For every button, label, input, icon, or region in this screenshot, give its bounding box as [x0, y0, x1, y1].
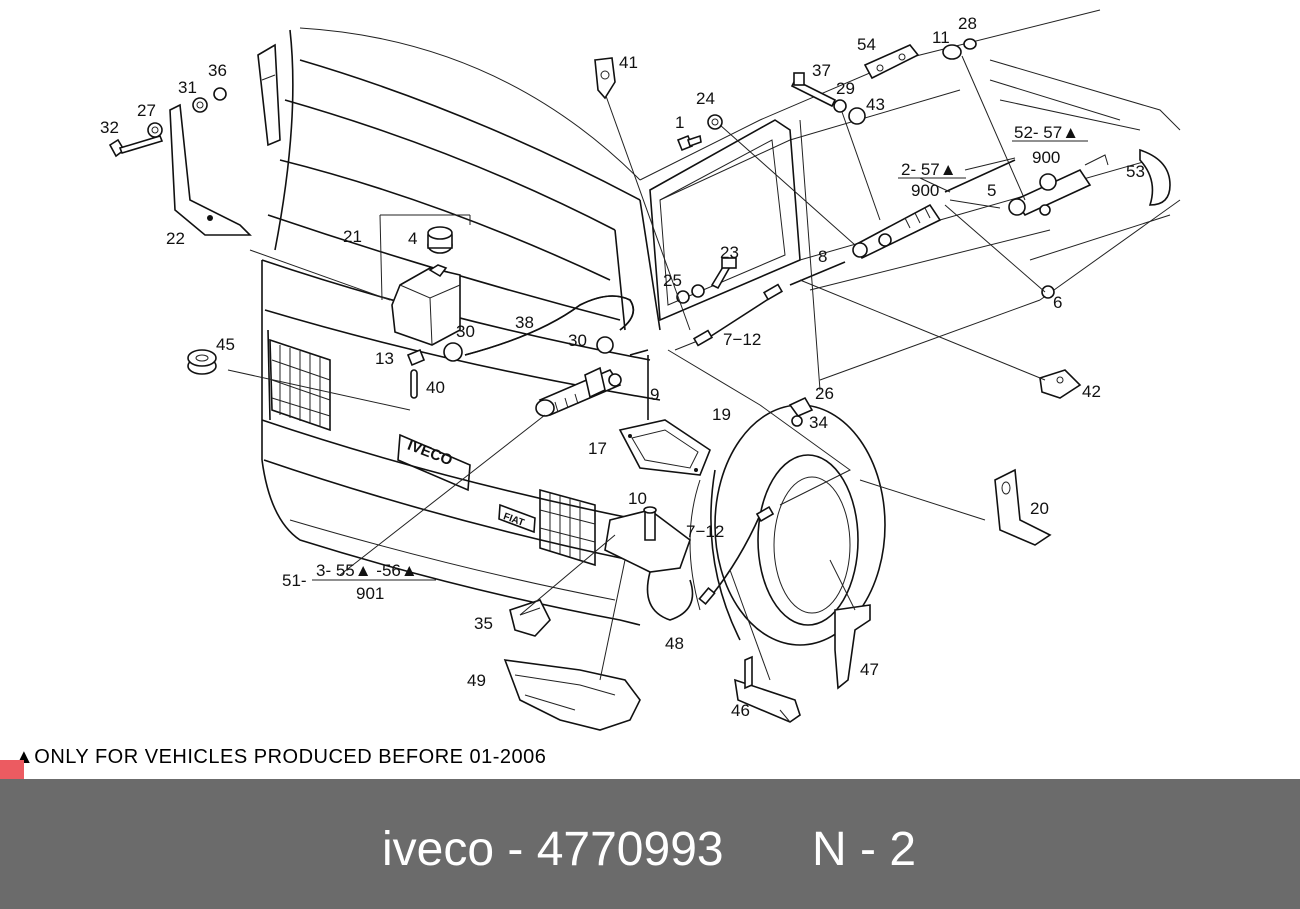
callout-49: 49: [467, 671, 486, 690]
callout-11: 11: [932, 28, 950, 47]
callout-42: 42: [1082, 382, 1101, 401]
reservoir-cap: [427, 226, 453, 254]
iveco-badge-text: IVECO: [405, 437, 455, 470]
callout-13: 13: [375, 349, 394, 368]
grille-left: [269, 338, 331, 432]
callout-1: 1: [675, 113, 684, 132]
callout-7-12b: 7−12: [686, 522, 724, 541]
pipe-clip: [1039, 369, 1082, 399]
part-banner: [0, 779, 1300, 909]
callout-7-12a: 7−12: [723, 330, 761, 349]
bracket-part: [169, 103, 252, 236]
grommet: [187, 349, 217, 375]
seal-ring: [1139, 148, 1171, 206]
callout-37: 37: [812, 61, 831, 80]
callout-54: 54: [857, 35, 876, 54]
callout-28: 28: [958, 14, 977, 33]
callout-29: 29: [836, 79, 855, 98]
callout-23: 23: [720, 243, 739, 262]
connector-part: [509, 599, 551, 637]
fiat-badge: FIAT: [498, 503, 536, 534]
bolt-part: [108, 135, 164, 158]
angle-bracket: [994, 468, 1052, 546]
callout-47: 47: [860, 660, 879, 679]
callout-40: 40: [426, 378, 445, 397]
group-51-prefix: 51-: [282, 571, 307, 590]
group-2-57-top: 2- 57▲: [901, 160, 957, 179]
callout-6: 6: [1053, 293, 1062, 312]
callout-26: 26: [815, 384, 834, 403]
callout-22: 22: [166, 229, 185, 248]
callout-27: 27: [137, 101, 156, 120]
callout-38: 38: [515, 313, 534, 332]
group-51-top: 3- 55▲ -56▲: [316, 561, 418, 580]
callout-17: 17: [588, 439, 607, 458]
group-51-bottom: 901: [356, 584, 384, 603]
leader-lines: [227, 55, 1046, 681]
callout-10: 10: [628, 489, 647, 508]
slave-cylinder: [1008, 154, 1109, 217]
callout-43: 43: [866, 95, 885, 114]
callout-34: 34: [809, 413, 828, 432]
callout-41: 41: [619, 53, 638, 72]
callout-19: 19: [712, 405, 731, 424]
page-reference: N - 2: [812, 823, 917, 876]
corner-marker: [0, 760, 24, 780]
brand-part-number: iveco - 4770993: [382, 823, 724, 876]
callout-30b: 30: [568, 331, 587, 350]
lower-bracket: [734, 655, 801, 723]
callout-31: 31: [178, 78, 197, 97]
splash-shield: [503, 659, 641, 731]
callout-4: 4: [408, 229, 417, 248]
callout-20: 20: [1030, 499, 1049, 518]
callout-25: 25: [663, 271, 682, 290]
callout-labels: 1 4 5 6 8 9 10 11 13 17 19 20 21 22 23 2…: [100, 14, 1145, 720]
group-52-57-bottom: 900: [1032, 148, 1060, 167]
callout-45: 45: [216, 335, 235, 354]
grille-right: [539, 488, 596, 567]
callout-8: 8: [818, 247, 827, 266]
clip-part: [594, 57, 616, 100]
callout-36: 36: [208, 61, 227, 80]
callout-5: 5: [987, 181, 996, 200]
hose: [464, 295, 635, 356]
clutch-cylinder: [852, 203, 942, 260]
master-cylinder: [535, 366, 622, 417]
group-52-57-top: 52- 57▲: [1014, 123, 1079, 142]
callout-9: 9: [650, 385, 659, 404]
callout-24: 24: [696, 89, 715, 108]
fluid-reservoir: [391, 264, 461, 346]
callout-21: 21: [343, 227, 362, 246]
exploded-parts-diagram: IVECO FIAT: [100, 9, 1181, 731]
side-bracket: [834, 604, 871, 690]
callout-53: 53: [1126, 162, 1145, 181]
footnote: ▲ONLY FOR VEHICLES PRODUCED BEFORE 01-20…: [14, 746, 547, 768]
callout-32: 32: [100, 118, 119, 137]
callout-30a: 30: [456, 322, 475, 341]
group-2-57-bottom: 900: [911, 181, 939, 200]
mounting-plate: [604, 506, 691, 573]
callout-35: 35: [474, 614, 493, 633]
callout-48: 48: [665, 634, 684, 653]
gasket: [618, 419, 711, 476]
callout-46: 46: [731, 701, 750, 720]
